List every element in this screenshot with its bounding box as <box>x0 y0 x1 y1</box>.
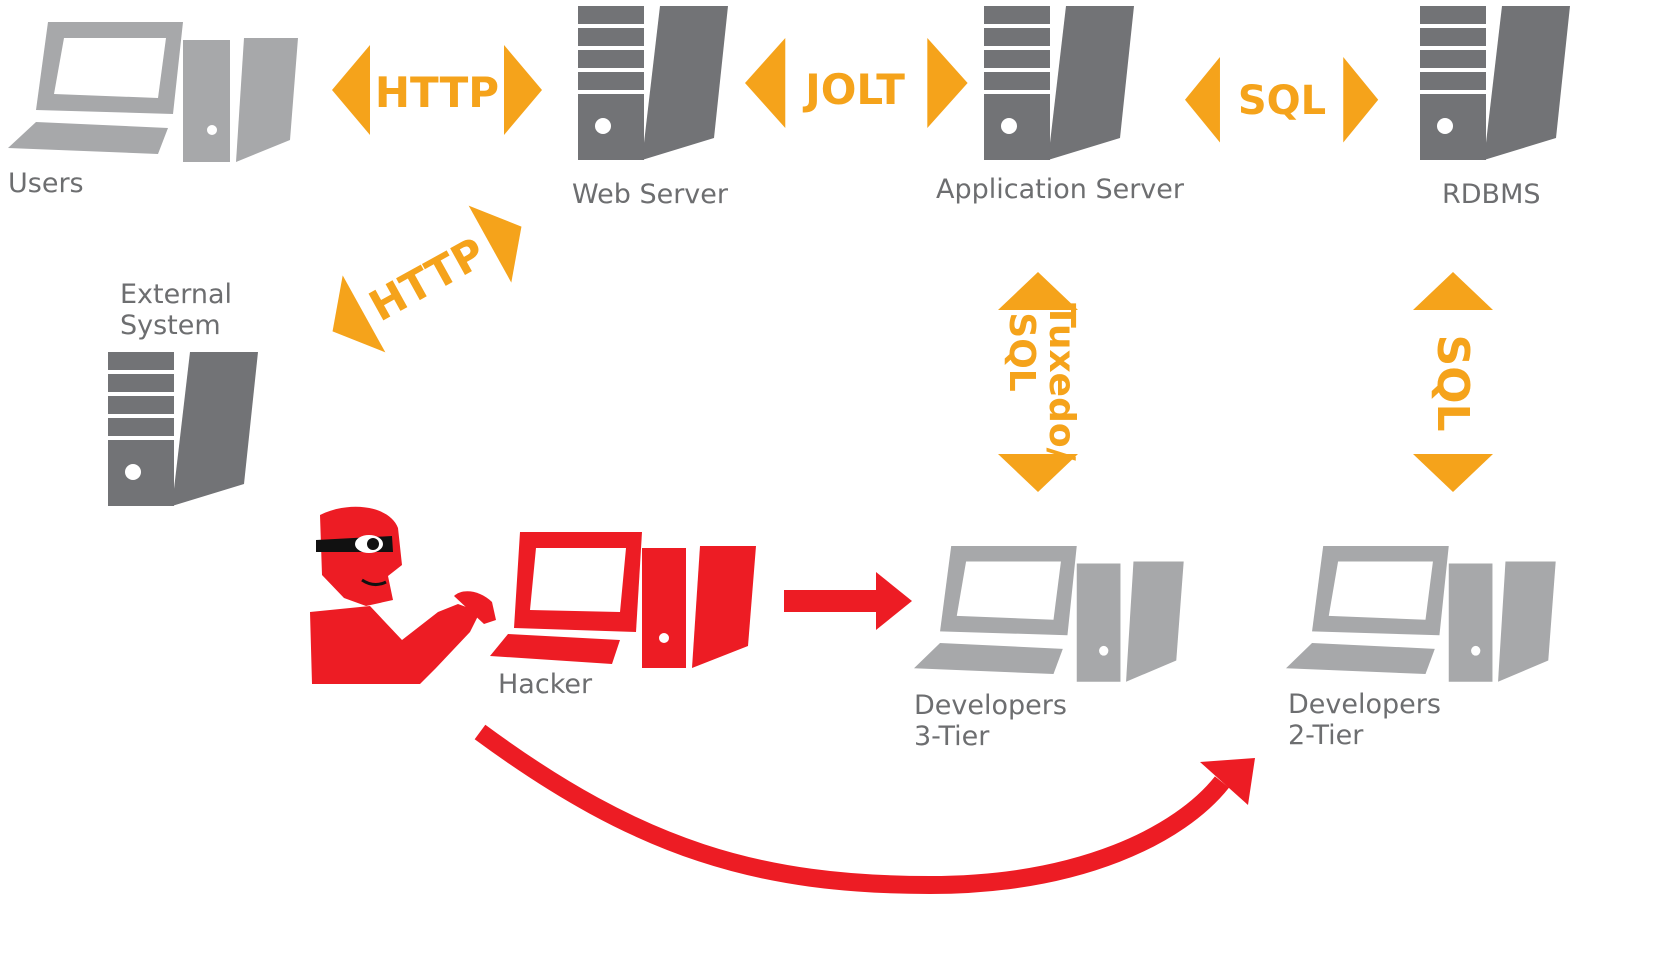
developers-2-tier-node: Developers 2-Tier <box>1286 546 1556 751</box>
attack-arrow-dev2 <box>474 724 1255 895</box>
attack-arrow-dev3 <box>784 572 912 630</box>
server-icon <box>108 352 258 506</box>
hacker-at-computer-icon <box>310 506 756 684</box>
hacker-node: Hacker <box>310 506 756 700</box>
connection-users-web: HTTP <box>332 45 542 135</box>
protocol-label-sql: SQL <box>1427 334 1478 431</box>
connection-app-rdbms: SQL <box>1185 57 1379 143</box>
rdbms-node: RDBMS <box>1420 6 1570 210</box>
connection-app-dev3: Tuxedo/ SQL <box>998 272 1082 492</box>
server-icon <box>984 6 1134 160</box>
application-server-label: Application Server <box>936 174 1185 205</box>
server-icon <box>578 6 728 160</box>
users-node: Users <box>8 22 298 199</box>
connection-external-web: HTTP <box>332 205 522 353</box>
web-server-label: Web Server <box>572 179 729 210</box>
protocol-label-jolt: JOLT <box>802 65 905 114</box>
dev3-label-line2: 3-Tier <box>914 721 990 752</box>
server-icon <box>1420 6 1570 160</box>
arrow-head-icon <box>332 275 386 353</box>
dev2-label-line2: 2-Tier <box>1288 720 1364 751</box>
dev2-label-line1: Developers <box>1288 689 1441 720</box>
protocol-label-sql: SQL <box>1238 78 1326 124</box>
application-server-node: Application Server <box>936 6 1185 205</box>
users-label: Users <box>8 168 84 199</box>
developers-3-tier-node: Developers 3-Tier <box>914 546 1184 752</box>
rdbms-label: RDBMS <box>1442 179 1541 210</box>
arrow-head-icon <box>1200 758 1255 805</box>
external-system-label-line1: External <box>120 279 232 310</box>
protocol-label-sql: SQL <box>1001 312 1042 391</box>
external-system-node: External System <box>108 279 258 506</box>
arrow-head-icon <box>876 572 912 630</box>
web-server-node: Web Server <box>572 6 729 210</box>
protocol-label-http: HTTP <box>361 228 493 331</box>
protocol-label-http: HTTP <box>375 68 499 117</box>
external-system-label-line2: System <box>120 310 221 341</box>
connection-web-app: JOLT <box>745 38 968 128</box>
desktop-computer-icon <box>914 546 1184 682</box>
desktop-computer-icon <box>8 22 298 162</box>
protocol-label-tuxedo: Tuxedo/ <box>1041 303 1082 461</box>
arrow-head-icon <box>468 205 522 283</box>
hacker-label: Hacker <box>498 669 593 700</box>
connection-rdbms-dev2: SQL <box>1413 272 1493 492</box>
dev3-label-line1: Developers <box>914 690 1067 721</box>
desktop-computer-icon <box>1286 546 1556 682</box>
